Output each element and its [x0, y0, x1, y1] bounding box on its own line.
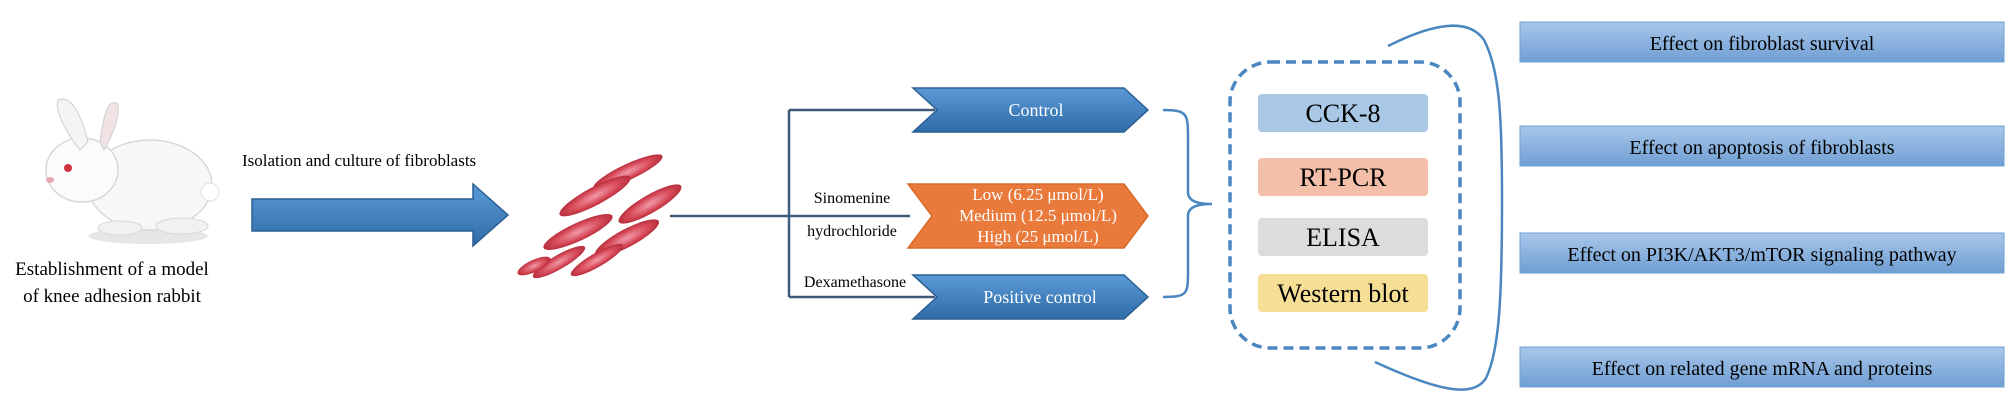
assay-wb-box	[1258, 274, 1428, 312]
assay-elisa-label: ELISA	[1306, 223, 1380, 252]
assay-rtpcr-label: RT-PCR	[1299, 163, 1387, 192]
control-arrow	[911, 87, 1150, 133]
treatment-label-line1: Sinomenine	[814, 190, 890, 207]
treatment-label-line2: hydrochloride	[807, 223, 897, 240]
rabbit-icon	[45, 98, 220, 244]
isolation-label: Isolation and culture of fibroblasts	[242, 151, 476, 170]
treatment-arrow	[906, 183, 1149, 249]
effect-survival-label: Effect on fibroblast survival	[1650, 33, 1875, 55]
positive-label: Dexamethasone	[804, 274, 906, 291]
positive-control-arrow	[911, 274, 1150, 320]
dose-low: Low (6.25 μmol/L)	[972, 185, 1103, 204]
assay-cck8-label: CCK-8	[1305, 99, 1380, 128]
assay-cck8-box	[1258, 94, 1428, 132]
isolation-arrow	[251, 182, 510, 248]
fibroblast-cells-icon	[517, 154, 682, 279]
effect-apoptosis-label: Effect on apoptosis of fibroblasts	[1629, 137, 1894, 159]
assay-elisa-box	[1258, 218, 1428, 256]
effect-box-survival	[1519, 21, 2005, 63]
positive-control-label: Positive control	[983, 287, 1097, 307]
dose-high: High (25 μmol/L)	[977, 227, 1099, 246]
effect-mrna-label: Effect on related gene mRNA and proteins	[1592, 358, 1933, 380]
effect-pathway-label: Effect on PI3K/AKT3/mTOR signaling pathw…	[1567, 244, 1956, 266]
effect-box-pathway	[1519, 232, 2005, 274]
dose-medium: Medium (12.5 μmol/L)	[959, 206, 1117, 225]
control-label: Control	[1008, 100, 1063, 120]
model-caption-line1: Establishment of a model	[15, 259, 209, 280]
effect-box-apoptosis	[1519, 125, 2005, 167]
effects-brace	[1374, 24, 1504, 391]
effect-box-mrna	[1519, 346, 2005, 388]
assay-rtpcr-box	[1258, 158, 1428, 196]
assay-wb-label: Western blot	[1277, 279, 1409, 308]
group-brace	[1162, 108, 1213, 299]
group-connector	[670, 108, 935, 299]
model-caption-line2: of knee adhesion rabbit	[23, 286, 202, 307]
